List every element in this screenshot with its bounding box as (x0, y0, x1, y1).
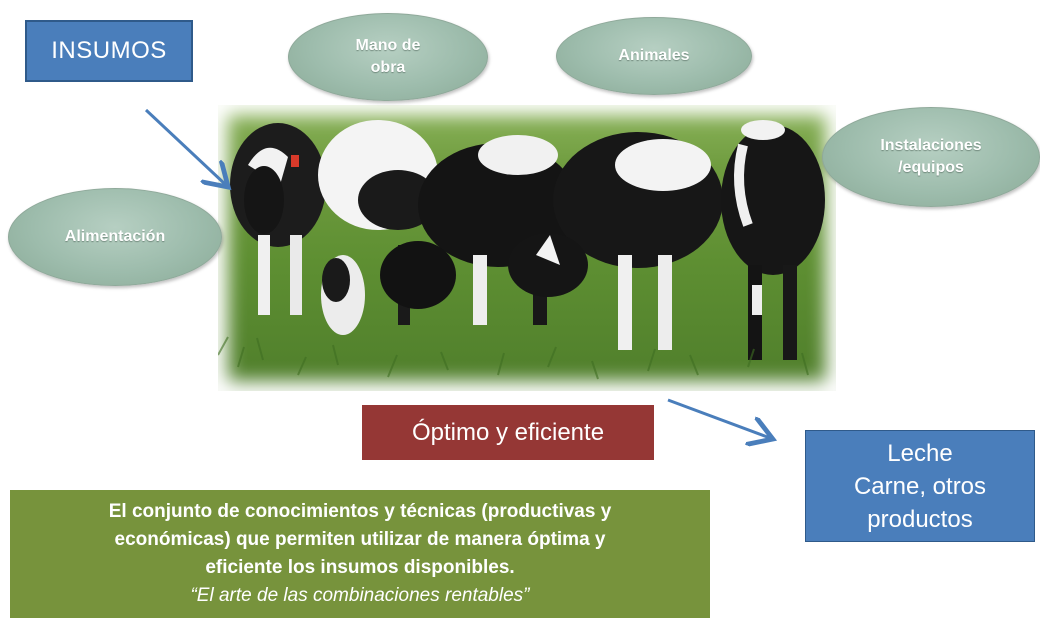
grass (218, 336, 809, 380)
instalaciones-line-1: Instalaciones (880, 137, 982, 154)
arrow-insumos-to-photo (144, 108, 226, 185)
definition-line-2: económicas) que permiten utilizar de man… (114, 529, 606, 550)
oval-animales: Animales (556, 17, 752, 95)
cows-illustration (218, 120, 825, 380)
optimo-label: Óptimo y eficiente (411, 418, 605, 446)
optimo-box: Óptimo y eficiente (362, 405, 654, 460)
arrow-photo-to-outputs (667, 398, 770, 438)
mano-de-obra-line-1: Mano de (355, 37, 421, 54)
cows-photo (218, 105, 836, 391)
mano-de-obra-line-2: obra (370, 59, 406, 76)
outputs-line-3: productos (867, 505, 973, 533)
instalaciones-line-2: /equipos (898, 159, 964, 176)
definition-line-1: El conjunto de conocimientos y técnicas … (108, 501, 612, 522)
animales-label: Animales (618, 47, 690, 64)
insumos-label: INSUMOS (51, 37, 167, 64)
oval-mano-de-obra: Mano de obra (288, 13, 488, 101)
cow-5 (721, 120, 825, 360)
outputs-line-1: Leche (887, 439, 953, 467)
insumos-box: INSUMOS (25, 20, 193, 82)
cow-2 (318, 120, 438, 335)
alimentacion-label: Alimentación (64, 228, 166, 245)
outputs-line-2: Carne, otros (853, 472, 987, 500)
definition-line-3: eficiente los insumos disponibles. (205, 557, 515, 578)
oval-instalaciones: Instalaciones /equipos (822, 107, 1040, 207)
definition-quote: “El arte de las combinaciones rentables” (190, 585, 530, 606)
outputs-box: Leche Carne, otros productos (805, 430, 1035, 542)
cow-1 (230, 123, 326, 315)
oval-alimentacion: Alimentación (8, 188, 222, 286)
definition-box: El conjunto de conocimientos y técnicas … (10, 490, 710, 618)
cow-4 (508, 132, 723, 350)
